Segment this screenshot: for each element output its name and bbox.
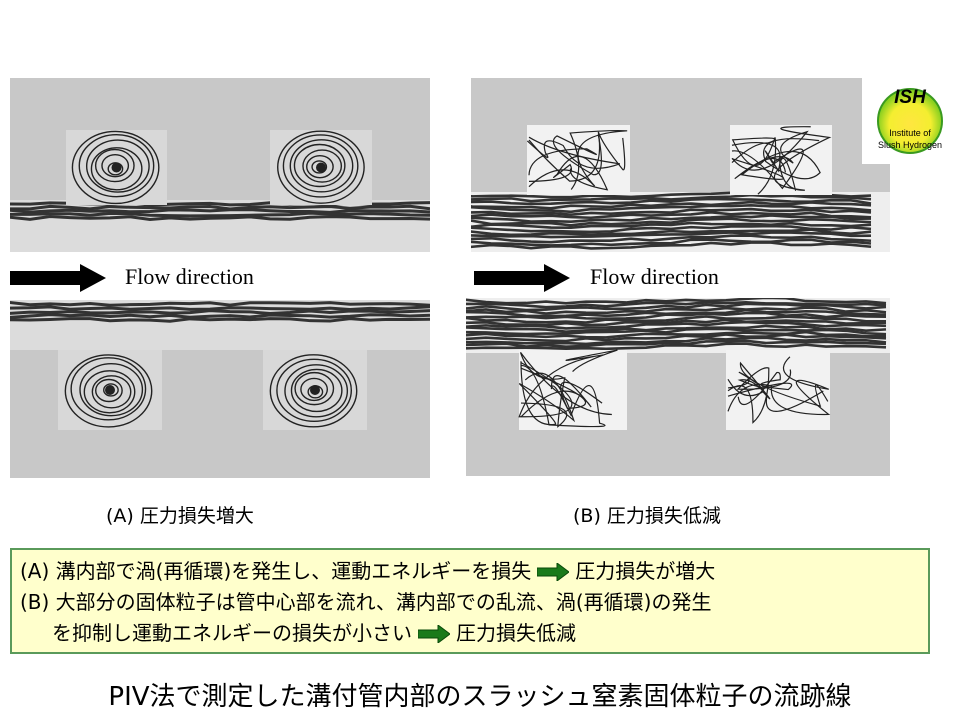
- svg-text:ISH: ISH: [894, 87, 927, 108]
- caption-b: (B) 圧力損失低減: [573, 505, 721, 527]
- svg-text:Slush Hydrogen: Slush Hydrogen: [878, 140, 942, 150]
- explanation-box: (A) 溝内部で渦(再循環)を発生し、運動エネルギーを損失 圧力損失が増大 (B…: [10, 548, 930, 654]
- flow-direction-label-a: Flow direction: [125, 264, 254, 289]
- flow-arrow-icon: [10, 264, 106, 292]
- note-b-text-1: (B) 大部分の固体粒子は管中心部を流れ、溝内部での乱流、渦(再循環)の発生: [20, 590, 712, 614]
- note-a-result: 圧力損失が増大: [575, 559, 716, 583]
- note-a: (A) 溝内部で渦(再循環)を発生し、運動エネルギーを損失 圧力損失が増大: [20, 556, 928, 587]
- ish-logo: ISH Institute of Slush Hydrogen: [862, 78, 958, 164]
- green-arrow-icon: [537, 562, 570, 581]
- note-b: (B) 大部分の固体粒子は管中心部を流れ、溝内部での乱流、渦(再循環)の発生: [20, 587, 928, 618]
- note-b-cont: を抑制し運動エネルギーの損失が小さい 圧力損失低減: [20, 618, 928, 649]
- green-arrow-icon: [418, 624, 450, 643]
- streakline-image-b-bottom: [466, 298, 890, 476]
- caption-a: (A) 圧力損失増大: [106, 505, 254, 527]
- streakline-image-b-top: [471, 78, 890, 252]
- streakline-image-a-bottom: [10, 300, 430, 478]
- note-a-text: (A) 溝内部で渦(再循環)を発生し、運動エネルギーを損失: [20, 559, 532, 583]
- note-b-result: 圧力損失低減: [456, 621, 576, 645]
- slide-title: PIV法で測定した溝付管内部のスラッシュ窒素固体粒子の流跡線: [108, 682, 852, 712]
- flow-direction-label-b: Flow direction: [590, 264, 719, 289]
- streakline-image-a-top: [10, 78, 430, 252]
- svg-text:Institute of: Institute of: [889, 128, 931, 138]
- note-b-text-2: を抑制し運動エネルギーの損失が小さい: [52, 621, 412, 645]
- flow-arrow-icon: [474, 264, 570, 292]
